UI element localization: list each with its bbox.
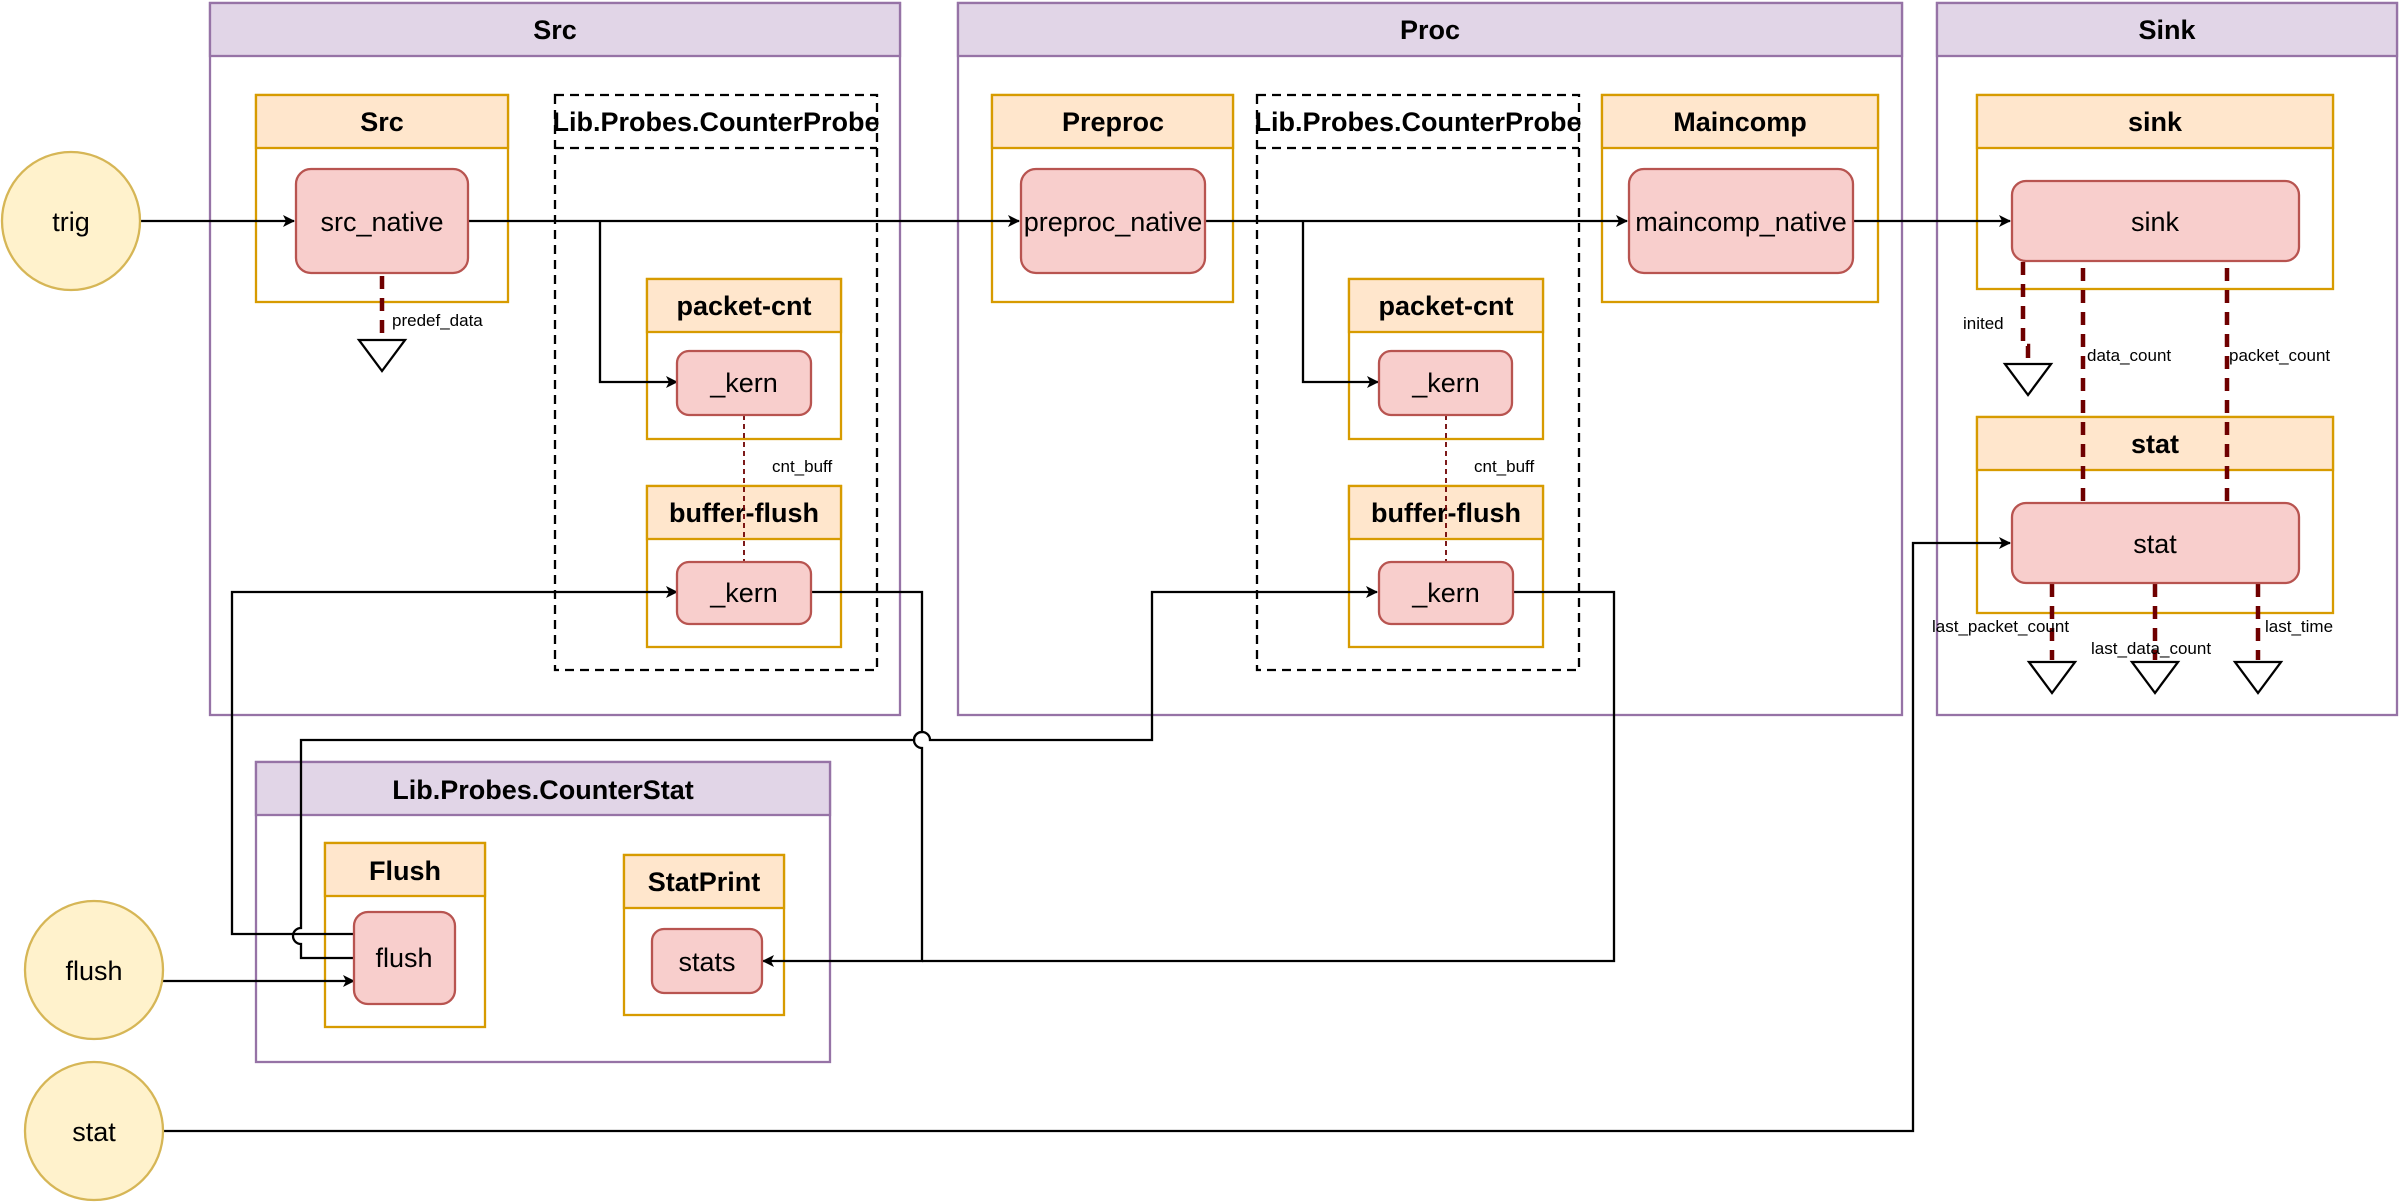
- node-stat[interactable]: stat: [2010, 501, 2301, 585]
- probe-src-counter[interactable]: Lib.Probes.CounterProbe: [552, 93, 880, 672]
- node-flush-label: flush: [375, 943, 432, 973]
- label-proc-cnt-buff: cnt_buff: [1474, 457, 1534, 476]
- label-predef-data: predef_data: [392, 311, 483, 330]
- terminal-last-data-count: [2129, 660, 2181, 695]
- node-stats-label: stats: [678, 947, 735, 977]
- group-src-title: Src: [533, 15, 577, 45]
- input-trig[interactable]: trig: [0, 150, 142, 292]
- label-data-count: data_count: [2087, 346, 2171, 365]
- node-preproc-native[interactable]: preproc_native: [1019, 167, 1207, 275]
- node-proc-cnt-kern[interactable]: _kern: [1377, 349, 1514, 417]
- label-last-data-count: last_data_count: [2091, 639, 2211, 658]
- component-sink-title: sink: [2128, 107, 2183, 137]
- node-src-native-label: src_native: [320, 207, 443, 237]
- terminal-last-time: [2232, 660, 2284, 695]
- node-sink[interactable]: sink: [2010, 179, 2301, 263]
- component-flush-title: Flush: [369, 856, 441, 886]
- node-src-flush-kern-label: _kern: [709, 578, 778, 608]
- node-src-cnt-kern[interactable]: _kern: [675, 349, 813, 417]
- label-src-cnt-buff: cnt_buff: [772, 457, 832, 476]
- node-proc-cnt-kern-label: _kern: [1411, 368, 1480, 398]
- terminal-inited: [2002, 362, 2054, 397]
- link-inited: [2020, 262, 2031, 362]
- wire-flush-node-to-proc-buffer-flush: [291, 586, 1378, 960]
- component-statprint-title: StatPrint: [648, 867, 761, 897]
- component-stat-title: stat: [2131, 429, 2179, 459]
- input-trig-label: trig: [52, 207, 90, 237]
- group-proc-title: Proc: [1400, 15, 1460, 45]
- group-sink-title: Sink: [2138, 15, 2196, 45]
- node-src-native[interactable]: src_native: [294, 167, 470, 275]
- input-flush-label: flush: [65, 956, 122, 986]
- node-maincomp-native[interactable]: maincomp_native: [1627, 167, 1855, 275]
- wire-src-native-to-packet-cnt: [598, 221, 678, 388]
- node-flush[interactable]: flush: [352, 910, 457, 1006]
- component-maincomp-title: Maincomp: [1673, 107, 1807, 137]
- component-preproc-title: Preproc: [1062, 107, 1164, 137]
- node-stat-label: stat: [2133, 529, 2177, 559]
- input-stat[interactable]: stat: [23, 1060, 165, 1202]
- group-counter-stat-title: Lib.Probes.CounterStat: [392, 775, 694, 805]
- node-sink-label: sink: [2131, 207, 2180, 237]
- label-last-time: last_time: [2265, 617, 2333, 636]
- component-src-title: Src: [360, 107, 404, 137]
- component-src-packet-cnt-title: packet-cnt: [676, 291, 811, 321]
- input-stat-label: stat: [72, 1117, 116, 1147]
- label-last-packet-count: last_packet_count: [1932, 617, 2069, 636]
- component-proc-packet-cnt-title: packet-cnt: [1378, 291, 1513, 321]
- terminal-last-packet-count: [2026, 660, 2078, 695]
- probe-src-title: Lib.Probes.CounterProbe: [552, 107, 879, 137]
- wire-src-buffer-flush-to-stats: [762, 590, 924, 967]
- node-maincomp-native-label: maincomp_native: [1635, 207, 1847, 237]
- node-src-cnt-kern-label: _kern: [709, 368, 778, 398]
- node-proc-flush-kern-label: _kern: [1411, 578, 1480, 608]
- probe-proc-title: Lib.Probes.CounterProbe: [1254, 107, 1581, 137]
- node-proc-flush-kern[interactable]: _kern: [1377, 560, 1515, 626]
- node-preproc-native-label: preproc_native: [1024, 207, 1203, 237]
- label-inited: inited: [1963, 314, 2004, 333]
- node-stats[interactable]: stats: [650, 927, 764, 995]
- probe-proc-counter[interactable]: Lib.Probes.CounterProbe: [1254, 93, 1582, 672]
- wire-proc-buffer-flush-to-stats: [922, 590, 1616, 963]
- wire-preproc-to-packet-cnt: [1301, 221, 1379, 388]
- terminal-predef-data: [356, 338, 408, 373]
- wire-stat-input-to-stat: [163, 537, 2011, 1133]
- input-flush[interactable]: flush: [23, 899, 165, 1041]
- node-src-flush-kern[interactable]: _kern: [675, 560, 813, 626]
- label-packet-count: packet_count: [2229, 346, 2330, 365]
